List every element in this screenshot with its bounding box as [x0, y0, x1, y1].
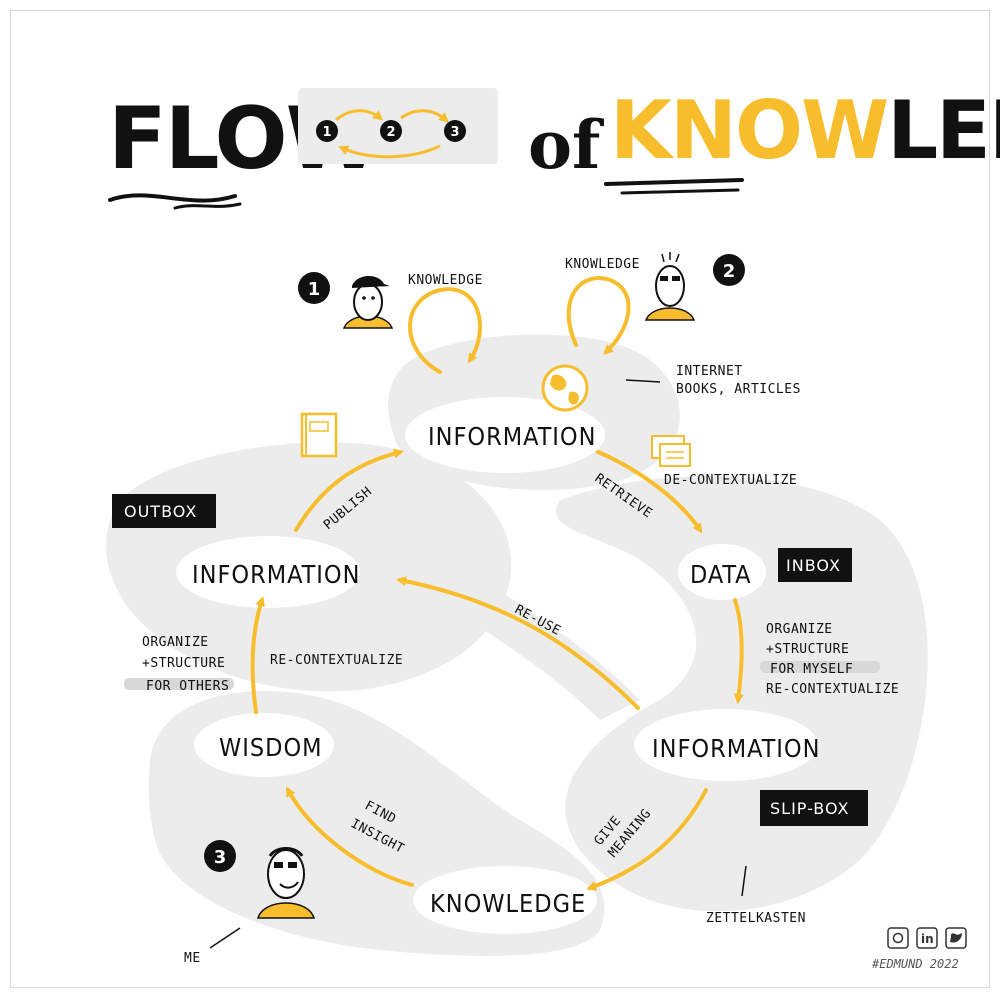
- social-icons: in: [887, 927, 967, 949]
- arrow-find-insight: [286, 786, 414, 887]
- book-icon: [300, 412, 338, 458]
- step-arrow-3-1: [338, 144, 441, 159]
- arrow-self-loop-2: [566, 276, 631, 355]
- persona-badge-1: 1: [298, 272, 330, 304]
- title-underline: [108, 193, 237, 203]
- inbox-tag: INBOX: [778, 548, 852, 582]
- title-of: of: [528, 106, 604, 184]
- label-organize-others-3: FOR OTHERS: [146, 679, 229, 694]
- node-data: DATA: [690, 560, 752, 589]
- title-knowledge: KNOWLEDGE: [610, 84, 1000, 177]
- halo-knowledge: [413, 866, 597, 934]
- label-organize-others-1: ORGANIZE: [142, 635, 209, 650]
- avatar-me: [256, 847, 316, 919]
- node-information-top: INFORMATION: [428, 422, 596, 451]
- label-decontextualize: DE-CONTEXTUALIZE: [664, 473, 797, 488]
- step-badge-3: [444, 120, 466, 142]
- persona-badge-3: 3: [204, 840, 236, 872]
- persona-badge-1-label: 1: [308, 279, 321, 300]
- center-band: [360, 520, 640, 720]
- label-recontextualize: RE-CONTEXTUALIZE: [270, 653, 403, 668]
- label-knowledge-2: KNOWLEDGE: [565, 257, 640, 272]
- arrow-reuse: [396, 576, 640, 710]
- arrow-retrieve: [596, 450, 703, 534]
- halo-data: [678, 544, 766, 600]
- outbox-label: OUTBOX: [124, 502, 197, 521]
- step-2-label: 2: [386, 125, 395, 140]
- persona-badge-2: 2: [713, 254, 745, 286]
- twitter-icon[interactable]: [945, 927, 967, 949]
- node-halos: [176, 397, 818, 934]
- node-information-right: INFORMATION: [652, 734, 820, 763]
- arrow-give-meaning: [586, 788, 708, 891]
- label-books: BOOKS, ARTICLES: [676, 382, 801, 397]
- label-internet: INTERNET: [676, 364, 743, 379]
- node-knowledge: KNOWLEDGE: [430, 889, 586, 918]
- halo-info-right: [634, 709, 818, 781]
- label-organize-myself-4: RE-CONTEXTUALIZE: [766, 682, 899, 697]
- step-arrow-1-2: [335, 109, 384, 122]
- label-knowledge-1: KNOWLEDGE: [408, 273, 483, 288]
- instagram-icon[interactable]: [887, 927, 909, 949]
- label-organize-myself-1: ORGANIZE: [766, 622, 833, 637]
- title-knowledge-underline-2: [620, 188, 740, 195]
- label-internet-leader: [625, 379, 661, 383]
- title-ledge: LEDGE: [887, 84, 1000, 177]
- step-3-label: 3: [450, 125, 459, 140]
- inbox-label: INBOX: [786, 556, 841, 575]
- linkedin-icon[interactable]: in: [916, 927, 938, 949]
- arrow-self-loop-1: [408, 287, 482, 374]
- label-zettelkasten-leader: [741, 865, 747, 897]
- arrow-publish: [294, 448, 404, 532]
- label-me: ME: [184, 951, 201, 966]
- title-underline-2: [173, 202, 242, 210]
- node-wisdom: WISDOM: [219, 733, 323, 762]
- halo-info-top: [405, 397, 605, 473]
- label-zettelkasten: ZETTELKASTEN: [706, 911, 806, 926]
- title: FLOW 1 2 3 of KNOWLEDGE: [108, 84, 1000, 210]
- label-me-leader: [209, 927, 241, 949]
- arrow-organize: [733, 598, 744, 704]
- step-badge-1: [316, 120, 338, 142]
- label-organize-myself-3: FOR MYSELF: [770, 662, 853, 677]
- linkedin-icon-text: in: [921, 932, 934, 946]
- step-badge-2: [380, 120, 402, 142]
- avatar-2: [644, 252, 696, 321]
- node-information-left: INFORMATION: [192, 560, 360, 589]
- step-arrow-2-3: [400, 109, 450, 123]
- slipbox-tag: SLIP-BOX: [760, 790, 868, 826]
- avatar-1: [342, 275, 394, 329]
- slipbox-label: SLIP-BOX: [770, 799, 850, 818]
- highlight-for-others: [124, 678, 234, 690]
- persona-badge-2-label: 2: [723, 261, 736, 282]
- signature: #EDMUND 2022: [871, 957, 959, 971]
- highlight-for-myself: [760, 661, 880, 673]
- label-organize-others-2: +STRUCTURE: [142, 656, 225, 671]
- notes-icon: [651, 435, 691, 467]
- arrow-recontextualize: [250, 596, 265, 714]
- halo-info-left: [176, 536, 360, 608]
- outbox-tag: OUTBOX: [112, 494, 216, 528]
- persona-badge-3-label: 3: [214, 847, 227, 868]
- halo-wisdom: [194, 713, 334, 777]
- step-1-label: 1: [322, 125, 331, 140]
- title-knowledge-underline: [604, 178, 744, 186]
- flow-arrows: [250, 276, 744, 891]
- title-know: KNOW: [610, 84, 887, 177]
- globe-icon: [541, 364, 589, 412]
- label-organize-myself-2: +STRUCTURE: [766, 642, 849, 657]
